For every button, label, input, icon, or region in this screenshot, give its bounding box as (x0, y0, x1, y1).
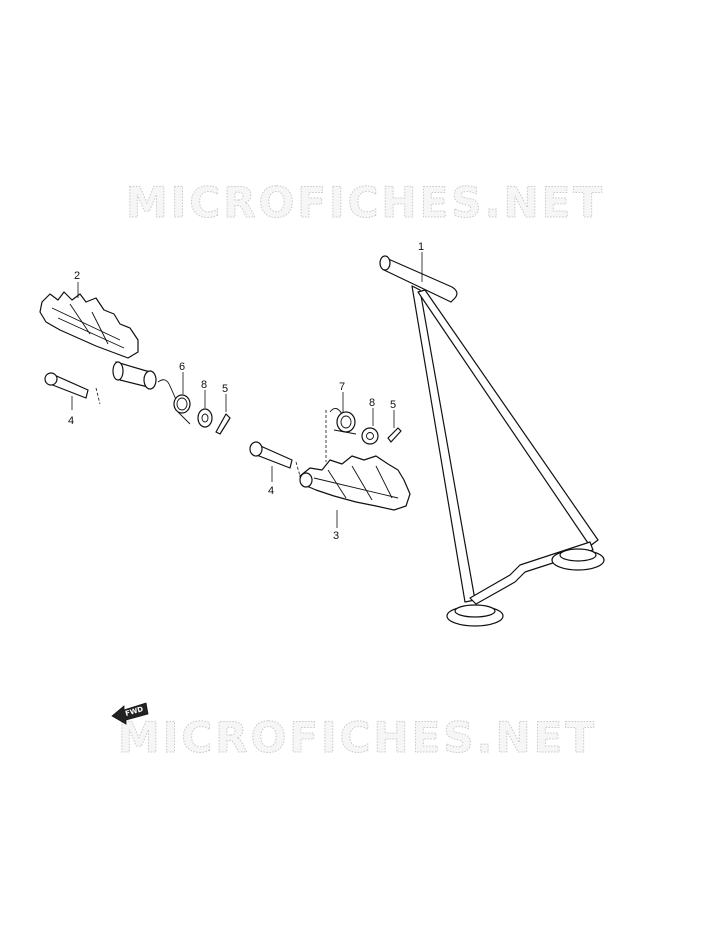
callout-left-spring: 6 (179, 361, 185, 373)
right-pin-part (249, 441, 293, 469)
left-spring-part (157, 379, 191, 425)
fwd-arrow-icon: FWD (111, 702, 149, 725)
right-footrest-part (299, 455, 411, 511)
callout-right-cotter-pin: 5 (390, 399, 396, 411)
left-washer-part (197, 408, 213, 428)
callout-right-washer: 8 (369, 397, 375, 409)
stand-part (379, 255, 605, 627)
left-pin-part (44, 372, 89, 399)
callout-left-footrest: 2 (74, 270, 80, 282)
callout-right-footrest: 3 (333, 530, 339, 542)
watermark-top: MICROFICHES.NET (126, 178, 605, 227)
callout-stand: 1 (418, 241, 424, 253)
left-cotter-pin-part (215, 413, 231, 435)
callout-right-pin: 4 (268, 485, 274, 497)
right-spring-part (329, 408, 357, 435)
right-cotter-pin-part (387, 427, 402, 443)
right-washer-part (361, 427, 379, 445)
callout-left-cotter-pin: 5 (222, 383, 228, 395)
callout-left-washer: 8 (201, 379, 207, 391)
left-footrest-part (39, 291, 157, 390)
watermark-bottom: MICROFICHES.NET (118, 713, 597, 762)
callout-left-pin: 4 (68, 415, 74, 427)
callout-right-spring: 7 (339, 381, 345, 393)
